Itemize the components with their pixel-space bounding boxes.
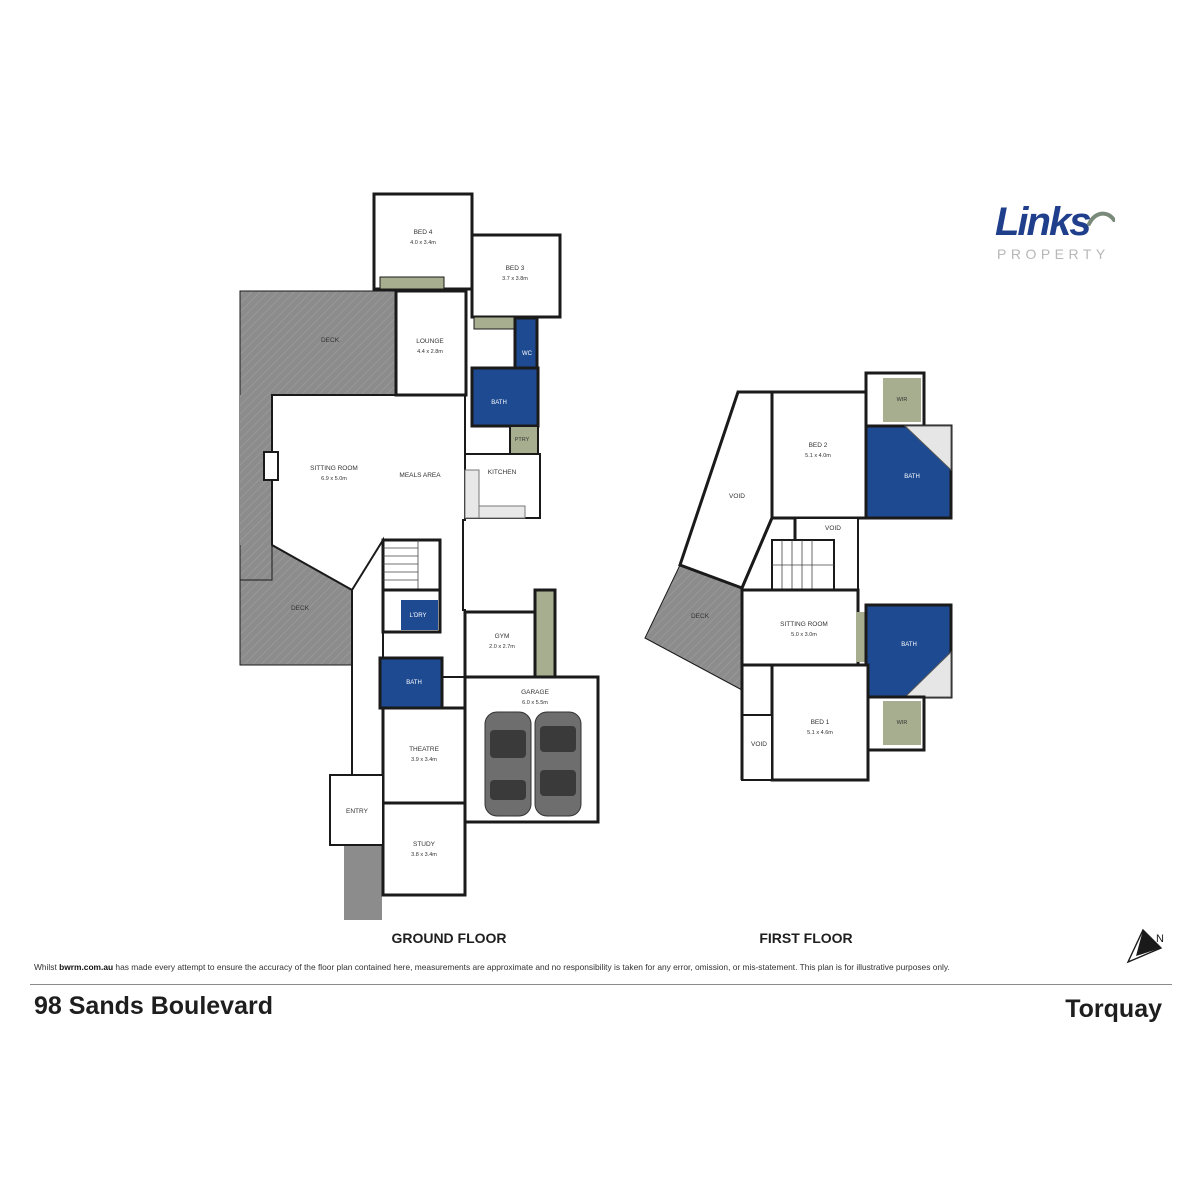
bath-upper-room xyxy=(470,366,540,428)
disclaimer: Whilst bwrm.com.au has made every attemp… xyxy=(34,962,1174,972)
bath-bottom-tub xyxy=(903,650,952,698)
wir-top-fill xyxy=(883,378,921,422)
lounge-floor xyxy=(394,289,468,397)
first-deck-label: DECK xyxy=(691,613,710,620)
kitchen-label: KITCHEN xyxy=(488,469,517,476)
first-floor-plan: VOID BED 2 5.1 x 4.0m WIR BATH VOID DECK… xyxy=(644,371,953,946)
study-dims: 3.8 x 3.4m xyxy=(411,852,437,858)
void-mid-label: VOID xyxy=(825,525,841,532)
theatre-floor xyxy=(381,706,467,805)
lounge-dims: 4.4 x 2.8m xyxy=(417,349,443,355)
first-stairs xyxy=(771,539,835,591)
disclaimer-site: bwrm.com.au xyxy=(59,962,114,972)
first-sitting-label: SITTING ROOM xyxy=(780,621,828,628)
disclaimer-prefix: Whilst xyxy=(34,962,60,972)
wir-bottom-label: WIR xyxy=(897,720,908,726)
study-floor xyxy=(381,801,467,897)
first-void-left-label: VOID xyxy=(729,493,745,500)
sitting-room-window xyxy=(263,451,279,481)
bath-upper-label: BATH xyxy=(491,400,507,406)
gym-dims: 2.0 x 2.7m xyxy=(489,644,515,650)
bath-top-label: BATH xyxy=(904,474,920,480)
disclaimer-text: has made every attempt to ensure the acc… xyxy=(113,962,950,972)
car-left-icon xyxy=(484,711,532,817)
gym-robe xyxy=(533,588,557,679)
meals-label: MEALS AREA xyxy=(399,472,441,479)
sitting-label: SITTING ROOM xyxy=(310,465,358,472)
theatre-dims: 3.9 x 3.4m xyxy=(411,757,437,763)
wir-bottom-fill xyxy=(883,701,921,745)
lounge-label: LOUNGE xyxy=(416,338,444,345)
logo-swoosh-icon xyxy=(1087,211,1115,226)
gym-label: GYM xyxy=(495,633,510,640)
ground-stairs xyxy=(381,538,442,592)
void-small-label: VOID xyxy=(751,741,767,748)
garage-label: GARAGE xyxy=(521,689,549,696)
entry-steps xyxy=(344,845,382,920)
bath-top-tub xyxy=(903,425,952,472)
deck-bottom-label: DECK xyxy=(291,605,310,612)
pantry-room xyxy=(509,425,539,455)
wir-top-label: WIR xyxy=(897,397,908,403)
bed1-floor xyxy=(770,663,870,782)
laundry-wet xyxy=(401,600,438,630)
deck-top-label: DECK xyxy=(321,337,340,344)
wc-label: WC xyxy=(522,351,533,357)
first-sitting-robe xyxy=(856,612,866,662)
ground-floor-plan: BED 4 4.0 x 3.4m BED 3 3.7 x 3.8m DECK L… xyxy=(239,192,600,946)
bed3-dims: 3.7 x 3.8m xyxy=(502,276,528,282)
theatre-label: THEATRE xyxy=(409,746,440,753)
entry-label: ENTRY xyxy=(346,808,369,815)
laundry-label: L'DRY xyxy=(409,613,426,619)
car-right-icon xyxy=(534,711,582,817)
property-suburb: Torquay xyxy=(1065,995,1162,1023)
pantry-label: PTRY xyxy=(515,437,530,443)
property-address: 98 Sands Boulevard xyxy=(34,992,273,1020)
ground-floor-title: GROUND FLOOR xyxy=(391,930,506,946)
bed1-label: BED 1 xyxy=(811,719,830,726)
bed2-dims: 5.1 x 4.0m xyxy=(805,453,831,459)
first-sitting-floor xyxy=(740,588,860,667)
bath-lower-label: BATH xyxy=(406,680,422,686)
bed4-label: BED 4 xyxy=(414,229,433,236)
deck-left-strip xyxy=(240,395,272,545)
bed3-label: BED 3 xyxy=(506,265,525,272)
footer-divider xyxy=(30,984,1172,985)
kitchen-bench-bottom xyxy=(478,505,526,519)
brand-logo: Links PROPERTY xyxy=(995,200,1135,270)
sitting-dims: 6.9 x 5.0m xyxy=(321,476,347,482)
bed4-dims: 4.0 x 3.4m xyxy=(410,240,436,246)
bed1-dims: 5.1 x 4.6m xyxy=(807,730,833,736)
brand-name: Links xyxy=(995,200,1091,244)
bed2-label: BED 2 xyxy=(809,442,828,449)
garage-dims: 6.0 x 5.5m xyxy=(522,700,548,706)
study-label: STUDY xyxy=(413,841,436,848)
robe-bed4 xyxy=(379,276,445,290)
first-floor-title: FIRST FLOOR xyxy=(759,930,852,946)
entry-floor xyxy=(329,774,384,846)
gym-floor xyxy=(463,610,537,679)
bath-bottom-label: BATH xyxy=(901,642,917,648)
north-arrow-icon: N xyxy=(1126,928,1164,964)
kitchen-bench xyxy=(464,469,480,519)
first-sitting-dims: 5.0 x 3.0m xyxy=(791,632,817,638)
brand-tagline: PROPERTY xyxy=(997,246,1110,262)
north-label: N xyxy=(1156,933,1164,945)
wc-room xyxy=(513,316,539,370)
robe-bed3 xyxy=(473,316,515,330)
